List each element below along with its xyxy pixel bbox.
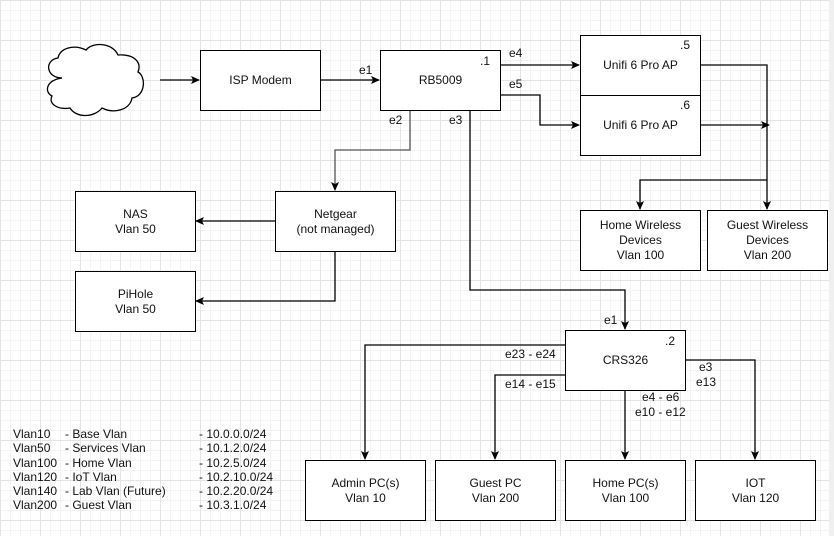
port-label: e5 — [509, 77, 523, 91]
node-label: Guest Wireless — [726, 218, 809, 232]
legend-subnet: - 10.2.10.0/24 — [199, 469, 274, 484]
node-vlan: Vlan 100 — [616, 248, 665, 262]
legend-name: - Home Vlan — [65, 455, 132, 470]
home-pc-node[interactable]: Home PC(s) Vlan 100 — [565, 460, 686, 521]
pihole-node[interactable]: PiHole Vlan 50 — [75, 271, 196, 332]
port-label: e4 — [509, 46, 523, 60]
legend-name: - IoT Vlan — [65, 469, 117, 484]
isp-modem-node[interactable]: ISP Modem — [200, 50, 321, 111]
legend-vlan: Vlan10 — [13, 427, 51, 441]
node-vlan: Vlan 10 — [345, 490, 386, 505]
node-label: Guest PC — [469, 475, 522, 490]
guest-pc-node[interactable]: Guest PC Vlan 200 — [435, 460, 556, 521]
netgear-node[interactable]: Netgear (not managed) — [275, 191, 396, 252]
legend-vlan: Vlan50 — [13, 441, 51, 456]
port-label: e2 — [389, 113, 403, 127]
legend-subnet: - 10.1.2.0/24 — [199, 441, 267, 456]
node-label: PiHole — [117, 286, 154, 301]
legend-subnet: - 10.2.5.0/24 — [199, 455, 267, 470]
nas-node[interactable]: NAS Vlan 50 — [75, 191, 196, 252]
rb5009-node[interactable]: RB5009 .1 — [380, 50, 501, 111]
internet-cloud-icon — [46, 43, 144, 117]
legend-vlan: Vlan140 — [13, 484, 58, 499]
node-label: NAS — [123, 206, 148, 221]
legend-subnet: - 10.3.1.0/24 — [199, 498, 267, 513]
legend-row: Vlan140 - Lab Vlan (Future) - 10.2.20.0/24 — [13, 484, 273, 498]
link-rb5009-crs326 — [469, 110, 629, 330]
legend-name: - Guest Vlan — [65, 498, 132, 513]
link-netgear-pihole — [195, 250, 336, 305]
crs326-node[interactable]: CRS326 .2 — [565, 330, 686, 391]
link-crs-guestpc — [491, 374, 565, 460]
node-label: Unifi 6 Pro AP — [603, 58, 678, 72]
port-label: e10 - e12 — [635, 405, 686, 419]
port-label: e1 — [604, 313, 618, 327]
node-label: Home PC(s) — [592, 475, 659, 490]
ip-suffix: .1 — [479, 54, 490, 68]
link-ap1-wireless — [700, 64, 771, 210]
node-label: Netgear — [314, 206, 357, 221]
port-label: e1 — [359, 63, 373, 77]
legend-vlan: Vlan200 — [13, 498, 58, 513]
port-label: e3 — [449, 113, 463, 127]
legend-row: Vlan200 - Guest Vlan - 10.3.1.0/24 — [13, 498, 273, 512]
legend-name: - Base Vlan — [65, 427, 128, 441]
ip-suffix: .5 — [679, 38, 690, 52]
port-label: e14 - e15 — [505, 377, 556, 391]
node-vlan: Vlan 50 — [115, 301, 156, 316]
link-rb5009-netgear — [331, 110, 411, 191]
legend-vlan: Vlan120 — [13, 469, 58, 484]
port-label: e4 - e6 — [642, 390, 680, 404]
legend-row: Vlan120 - IoT Vlan - 10.2.10.0/24 — [13, 470, 273, 484]
node-label: Unifi 6 Pro AP — [603, 118, 678, 132]
iot-node[interactable]: IOT Vlan 120 — [695, 460, 816, 521]
node-label: ISP Modem — [229, 73, 292, 87]
port-label: e13 — [696, 375, 717, 389]
legend-name: - Services Vlan — [65, 441, 146, 456]
node-label: Home Wireless — [599, 218, 682, 232]
link-rb5009-ap2 — [500, 94, 580, 129]
unifi-ap-1-node[interactable]: Unifi 6 Pro AP .5 — [580, 35, 701, 96]
unifi-ap-2-node[interactable]: Unifi 6 Pro AP .6 — [580, 95, 701, 156]
home-wireless-node[interactable]: Home Wireless Devices Vlan 100 — [580, 210, 701, 271]
legend-subnet: - 10.0.0.0/24 — [199, 427, 267, 441]
node-label-2: Devices — [619, 233, 662, 247]
node-vlan: Vlan 100 — [601, 490, 650, 505]
legend-row: Vlan100 - Home Vlan - 10.2.5.0/24 — [13, 456, 273, 470]
port-label: e23 - e24 — [505, 347, 556, 361]
legend-row: Vlan10 - Base Vlan - 10.0.0.0/24 — [13, 427, 273, 441]
port-label: e3 — [699, 360, 713, 374]
ip-suffix: .2 — [664, 334, 675, 348]
node-label: CRS326 — [602, 353, 649, 367]
ip-suffix: .6 — [679, 98, 690, 112]
node-label-2: Devices — [746, 233, 789, 247]
vlan-legend: Vlan10 - Base Vlan - 10.0.0.0/24 Vlan50 - S… — [13, 427, 273, 513]
node-vlan: Vlan 200 — [743, 248, 792, 262]
canvas-edge — [829, 0, 834, 536]
link-crs-iot — [685, 359, 759, 460]
node-label: Admin PC(s) — [331, 475, 400, 490]
legend-vlan: Vlan100 — [13, 455, 58, 470]
link-home-wireless — [636, 179, 767, 210]
node-vlan: Vlan 200 — [471, 490, 520, 505]
legend-name: - Lab Vlan (Future) — [65, 484, 166, 499]
guest-wireless-node[interactable]: Guest Wireless Devices Vlan 200 — [707, 210, 828, 271]
link-crs-admin — [361, 344, 565, 460]
admin-pc-node[interactable]: Admin PC(s) Vlan 10 — [305, 460, 426, 521]
node-sublabel: (not managed) — [296, 221, 375, 236]
node-label: IOT — [745, 475, 766, 490]
legend-row: Vlan50 - Services Vlan - 10.1.2.0/24 — [13, 441, 273, 455]
node-label: RB5009 — [418, 73, 463, 87]
node-vlan: Vlan 50 — [115, 221, 156, 236]
legend-subnet: - 10.2.20.0/24 — [199, 484, 274, 499]
node-vlan: Vlan 120 — [731, 490, 780, 505]
